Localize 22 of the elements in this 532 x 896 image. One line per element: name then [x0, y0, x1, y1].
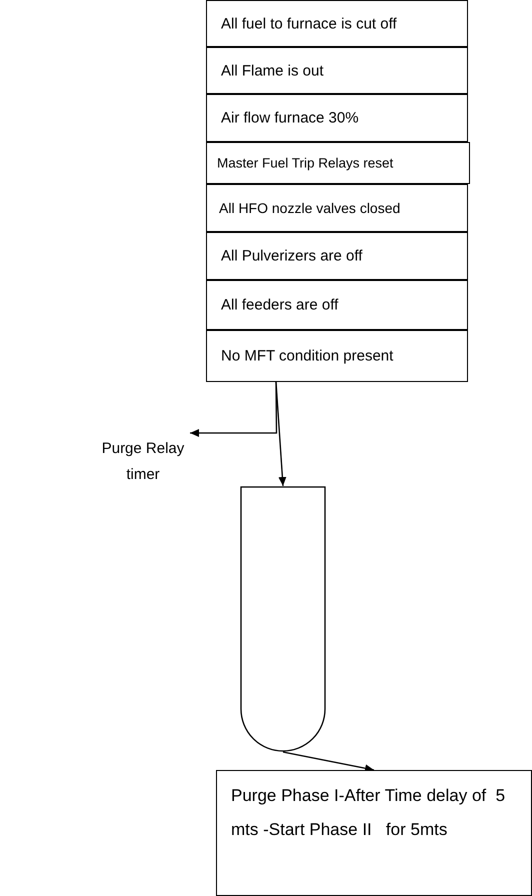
arrow — [282, 751, 374, 772]
box-text: Air flow furnace 30% — [221, 110, 359, 126]
condition-box — [206, 47, 468, 94]
box-text: All fuel to furnace is cut off — [221, 15, 397, 32]
condition-box — [206, 142, 470, 184]
box-text: All Flame is out — [221, 62, 324, 79]
box-text: All HFO nozzle valves closed — [219, 200, 400, 216]
box-text: No MFT condition present — [221, 348, 394, 364]
condition-box — [216, 770, 532, 896]
condition-box — [206, 0, 468, 47]
condition-box — [206, 94, 468, 142]
condition-box — [206, 184, 468, 232]
condition-box — [206, 330, 468, 382]
box-text: Master Fuel Trip Relays reset — [217, 156, 394, 170]
arrow — [190, 382, 278, 437]
condition-box — [206, 232, 468, 280]
side-label: Purge Relay timer — [100, 439, 186, 485]
box-text: Purge Phase I-After Time delay of 5 mts -Start Phase II for 5mts — [231, 785, 506, 841]
box-text: All Pulverizers are off — [221, 248, 362, 264]
box-text: All feeders are off — [221, 296, 338, 314]
condition-box — [206, 280, 468, 330]
arrow — [275, 382, 286, 486]
